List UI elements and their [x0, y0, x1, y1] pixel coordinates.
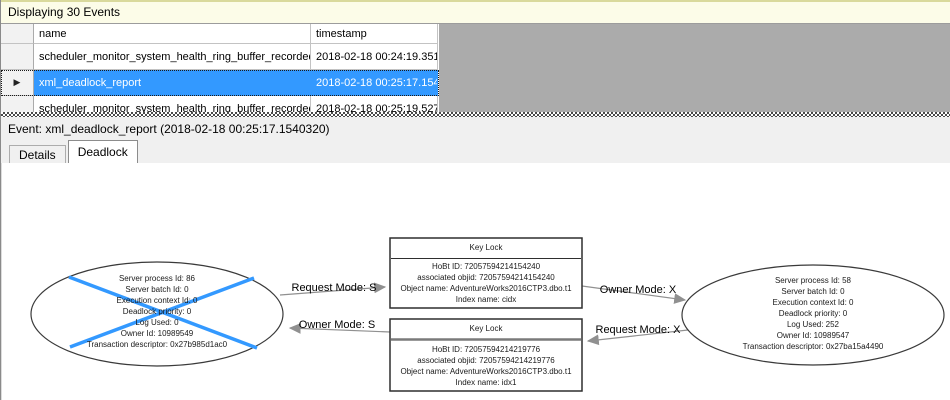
process-line: Owner Id: 10989547: [776, 331, 850, 340]
process-line: Transaction descriptor: 0x27b985d1ac0: [86, 340, 228, 349]
edge-label-owner-s: Owner Mode: S: [298, 319, 376, 331]
row-selector[interactable]: ▶: [1, 96, 34, 112]
cell-name[interactable]: xml_deadlock_report: [34, 70, 311, 96]
event-caption-label: Event: xml_deadlock_report (2018-02-18 0…: [8, 121, 330, 136]
row-selector-header: [1, 24, 34, 44]
table-row[interactable]: ▶ scheduler_monitor_system_health_ring_b…: [1, 96, 439, 112]
cell-name[interactable]: scheduler_monitor_system_health_ring_buf…: [34, 96, 311, 112]
tab-deadlock[interactable]: Deadlock: [67, 140, 138, 163]
events-count-label: Displaying 30 Events: [8, 5, 121, 19]
table-row[interactable]: ▶ xml_deadlock_report 2018-02-18 00:25:1…: [1, 70, 439, 96]
keylock-2-details: HoBt ID: 72057594214219776 associated ob…: [390, 344, 582, 388]
resource-node-keylock-1: [389, 237, 583, 309]
edge-label-owner-x: Owner Mode: X: [599, 284, 677, 296]
keylock-1-details: HoBt ID: 72057594214154240 associated ob…: [390, 261, 582, 305]
events-count-bar: Displaying 30 Events: [1, 0, 950, 24]
keylock-2-title: Key Lock: [469, 324, 503, 333]
resource-line: associated objid: 72057594214219776: [417, 356, 555, 365]
process-line: Execution context Id: 0: [116, 296, 198, 305]
resource-line: HoBt ID: 72057594214154240: [431, 262, 541, 271]
deadlock-graph-canvas: [30, 237, 945, 392]
process-line: Server batch Id: 0: [125, 285, 189, 294]
tab-details[interactable]: Details: [9, 145, 66, 163]
deadlock-graph-panel: Server process Id: 86 Server batch Id: 0…: [1, 163, 950, 400]
resource-line: Index name: cidx: [455, 295, 517, 304]
process-line: Server batch Id: 0: [781, 287, 845, 296]
process-line: Server process Id: 58: [774, 276, 852, 285]
process-node: [681, 264, 945, 366]
process-line: Log Used: 252: [786, 320, 840, 329]
process-line: Deadlock priority: 0: [778, 309, 848, 318]
table-row[interactable]: ▶ scheduler_monitor_system_health_ring_b…: [1, 44, 439, 70]
row-selector[interactable]: ▶: [1, 70, 34, 96]
process-line: Log Used: 0: [135, 318, 179, 327]
edge-request-x: [586, 329, 689, 346]
process-line: Execution context Id: 0: [772, 298, 854, 307]
victim-process-details: Server process Id: 86 Server batch Id: 0…: [37, 273, 277, 350]
resource-line: Object name: AdventureWorks2016CTP3.dbo.…: [400, 284, 572, 293]
edge-owner-s: [288, 323, 391, 334]
resource-line: HoBt ID: 72057594214219776: [431, 345, 541, 354]
process-line: Owner Id: 10989549: [120, 329, 194, 338]
keylock-1-title: Key Lock: [469, 243, 503, 252]
process-line: Deadlock priority: 0: [122, 307, 192, 316]
edge-owner-x: [581, 285, 687, 304]
resource-line: Index name: idx1: [455, 378, 517, 387]
grid-header-row: name timestamp: [1, 24, 439, 44]
column-header-name[interactable]: name: [34, 24, 311, 44]
victim-x-stroke-2: [69, 276, 255, 349]
row-selector[interactable]: ▶: [1, 44, 34, 70]
splitter-handle[interactable]: [1, 112, 950, 117]
cell-timestamp[interactable]: 2018-02-18 00:24:19.3516078: [311, 44, 438, 70]
resource-line: associated objid: 72057594214154240: [417, 273, 555, 282]
process-details: Server process Id: 58 Server batch Id: 0…: [693, 275, 933, 352]
tab-deadlock-label: Deadlock: [77, 145, 128, 159]
process-line: Server process Id: 86: [118, 274, 196, 283]
tab-strip: Details Deadlock: [1, 140, 950, 163]
edge-request-s: [279, 282, 387, 296]
event-caption-bar: Event: xml_deadlock_report (2018-02-18 0…: [1, 117, 950, 140]
process-line: Transaction descriptor: 0x27ba15a4490: [742, 342, 884, 351]
events-grid[interactable]: name timestamp ▶ scheduler_monitor_syste…: [1, 24, 950, 112]
cell-timestamp[interactable]: 2018-02-18 00:25:19.5276859: [311, 96, 438, 112]
current-row-arrow-icon: ▶: [13, 77, 21, 87]
resource-line: Object name: AdventureWorks2016CTP3.dbo.…: [400, 367, 572, 376]
edge-label-request-s: Request Mode: S: [291, 282, 377, 294]
cell-name[interactable]: scheduler_monitor_system_health_ring_buf…: [34, 44, 311, 70]
cell-timestamp[interactable]: 2018-02-18 00:25:17.1540320: [311, 70, 438, 96]
column-header-timestamp[interactable]: timestamp: [311, 24, 438, 44]
tab-details-label: Details: [19, 147, 56, 162]
resource-node-keylock-2: [389, 318, 583, 392]
edge-label-request-x: Request Mode: X: [595, 324, 681, 336]
